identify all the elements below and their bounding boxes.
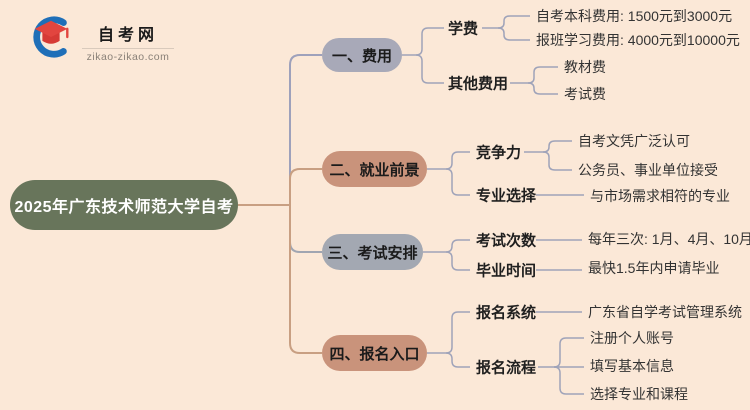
- root-node: 2025年广东技术师范大学自考: [10, 180, 238, 230]
- sub-label-registration-system: 报名系统: [476, 304, 537, 322]
- logo-domain: zikao-zikao.com: [86, 51, 170, 63]
- leaf-register-account: 注册个人账号: [590, 330, 674, 346]
- branch-pill-employment: 二、就业前景: [322, 151, 427, 187]
- logo-divider: [82, 48, 174, 49]
- sub-label-tuition: 学费: [448, 20, 479, 38]
- branch-pill-registration: 四、报名入口: [322, 335, 427, 371]
- leaf-class-fee: 报班学习费用: 4000元到10000元: [536, 32, 740, 48]
- site-logo: 自考网 zikao-zikao.com: [28, 14, 174, 63]
- leaf-textbook-fee: 教材费: [564, 59, 606, 75]
- sub-label-exam-times: 考试次数: [476, 232, 537, 250]
- branch-pill-fees: 一、费用: [322, 38, 402, 72]
- leaf-diploma-recognized: 自考文凭广泛认可: [578, 133, 690, 149]
- sub-label-competitiveness: 竞争力: [476, 144, 522, 162]
- logo-text-block: 自考网 zikao-zikao.com: [82, 14, 174, 63]
- leaf-market-demand-major: 与市场需求相符的专业: [590, 188, 730, 204]
- leaf-exam-fee: 考试费: [564, 86, 606, 102]
- sub-label-graduation-time: 毕业时间: [476, 262, 537, 280]
- graduation-cap-icon: [33, 16, 69, 58]
- sub-label-registration-process: 报名流程: [476, 359, 537, 377]
- leaf-undergrad-fee: 自考本科费用: 1500元到3000元: [536, 8, 733, 24]
- leaf-choose-major-courses: 选择专业和课程: [590, 386, 688, 402]
- sub-label-other-fees: 其他费用: [448, 75, 509, 93]
- leaf-civil-service-accepted: 公务员、事业单位接受: [578, 162, 718, 178]
- logo-title: 自考网: [97, 27, 158, 44]
- branch-pill-exam-schedule: 三、考试安排: [322, 234, 423, 270]
- sub-label-major-choice: 专业选择: [476, 187, 537, 205]
- leaf-three-times-a-year: 每年三次: 1月、4月、10月: [588, 231, 750, 247]
- leaf-fastest-graduation: 最快1.5年内申请毕业: [588, 260, 720, 276]
- leaf-gd-management-system: 广东省自学考试管理系统: [588, 304, 742, 320]
- leaf-fill-basic-info: 填写基本信息: [590, 358, 674, 374]
